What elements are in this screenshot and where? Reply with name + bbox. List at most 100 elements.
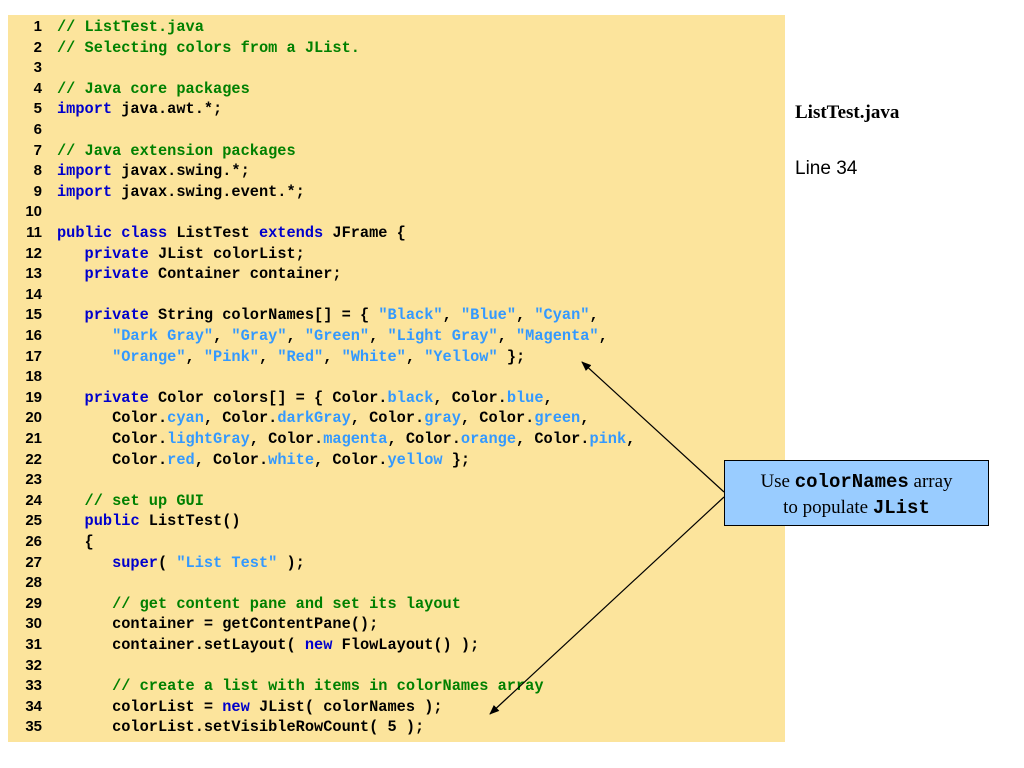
line-number: 27	[25, 553, 42, 571]
code-token: , Color.	[350, 409, 425, 428]
code-token: javax.swing.event.*;	[112, 182, 305, 201]
code-token: gray	[424, 409, 461, 428]
code-text: public ListTest()	[57, 511, 241, 531]
line-number: 31	[25, 636, 42, 653]
code-token: "Magenta"	[516, 327, 599, 345]
code-token: "White"	[341, 347, 406, 366]
code-token: Container container;	[148, 265, 342, 284]
code-token: ,	[405, 347, 425, 366]
code-line: 31 container.setLayout( new FlowLayout()…	[8, 635, 785, 655]
code-token: "List Test"	[176, 553, 278, 572]
line-number: 20	[25, 409, 42, 427]
code-token: ,	[589, 306, 599, 325]
code-token: (	[157, 553, 177, 572]
code-line: 18	[8, 367, 785, 387]
code-line: 32	[8, 656, 785, 676]
code-token: "Red"	[277, 347, 324, 366]
line-number: 13	[25, 265, 42, 283]
code-token: "Light Gray"	[387, 327, 498, 345]
code-text: // Java extension packages	[57, 141, 296, 161]
line-number: 7	[33, 141, 42, 159]
line-number: 15	[25, 306, 42, 324]
code-line: 15 private String colorNames[] = { "Blac…	[8, 305, 785, 325]
code-token: };	[442, 450, 471, 469]
code-line: 21 Color.lightGray, Color.magenta, Color…	[8, 429, 785, 449]
code-text: {	[57, 532, 94, 552]
code-text: // Java core packages	[57, 79, 250, 99]
code-token: green	[534, 409, 581, 428]
line-number: 28	[25, 574, 42, 592]
code-token: lightGray	[167, 430, 250, 448]
code-line: 27 super( "List Test" );	[8, 553, 785, 573]
code-line: 14	[8, 285, 785, 305]
code-token: "Orange"	[112, 347, 186, 366]
code-token: Color.	[112, 430, 168, 448]
code-text: super( "List Test" );	[57, 553, 305, 573]
code-token: };	[497, 347, 526, 366]
code-token: "Blue"	[460, 306, 517, 325]
code-token: ListTest	[167, 224, 259, 242]
code-token: "Dark Gray"	[112, 327, 214, 345]
code-token: white	[268, 450, 315, 469]
callout-code-colornames: colorNames	[794, 471, 909, 493]
code-token: container.setLayout(	[112, 636, 305, 654]
code-token: cyan	[167, 409, 204, 428]
code-token: JList colorList;	[148, 244, 305, 263]
code-token: import	[57, 182, 113, 201]
code-token: "Green"	[304, 327, 370, 345]
code-token: darkGray	[277, 409, 351, 428]
line-number: 2	[33, 38, 42, 56]
code-token: yellow	[387, 450, 443, 469]
line-number: 21	[25, 430, 42, 447]
code-line: 33 // create a list with items in colorN…	[8, 676, 785, 696]
code-token: ,	[442, 306, 461, 325]
code-text: // get content pane and set its layout	[57, 594, 461, 614]
line-number: 6	[33, 121, 42, 138]
line-number: 14	[25, 285, 42, 303]
code-text: "Dark Gray", "Gray", "Green", "Light Gra…	[57, 326, 608, 346]
code-token: , Color.	[387, 430, 461, 448]
code-token: // create a list with items in colorName…	[112, 677, 544, 696]
code-token: "Gray"	[231, 327, 287, 345]
code-line: 22 Color.red, Color.white, Color.yellow …	[8, 450, 785, 470]
code-token: javax.swing.*;	[112, 162, 250, 181]
code-line: 17 "Orange", "Pink", "Red", "White", "Ye…	[8, 347, 785, 367]
code-line: 25 public ListTest()	[8, 511, 785, 531]
code-token: Color.	[112, 409, 168, 428]
line-number: 4	[33, 79, 42, 97]
line-number: 25	[25, 512, 42, 530]
code-token: Color colors[] = { Color.	[148, 388, 388, 407]
code-token: ,	[323, 347, 342, 366]
code-token: colorList =	[112, 697, 223, 716]
code-token: ,	[213, 327, 232, 345]
code-text: private String colorNames[] = { "Black",…	[57, 305, 599, 325]
code-token: ,	[543, 388, 553, 407]
code-text: private Container container;	[57, 264, 342, 284]
code-token: ,	[185, 347, 204, 366]
code-line: 3	[8, 58, 785, 78]
code-text: Color.lightGray, Color.magenta, Color.or…	[57, 429, 635, 449]
code-text: "Orange", "Pink", "Red", "White", "Yello…	[57, 347, 525, 367]
code-token: // get content pane and set its layout	[112, 594, 461, 613]
code-token: ,	[516, 306, 535, 325]
line-number: 26	[25, 533, 42, 550]
code-token: orange	[460, 430, 516, 448]
arrow-to-colornames-array	[581, 361, 725, 493]
code-token: String colorNames[] = {	[148, 306, 379, 325]
code-token: ,	[598, 327, 608, 345]
code-token: black	[387, 388, 434, 407]
code-token: // Selecting colors from a JList.	[57, 38, 360, 57]
line-number: 30	[25, 615, 42, 633]
code-token: , Color.	[433, 388, 507, 407]
code-token: ,	[580, 409, 590, 428]
code-token: public class	[57, 224, 168, 242]
line-number: 18	[25, 368, 42, 386]
code-line: 26 {	[8, 532, 785, 552]
code-token: Color.	[112, 450, 168, 469]
code-text: public class ListTest extends JFrame {	[57, 223, 406, 243]
code-line: 12 private JList colorList;	[8, 244, 785, 264]
